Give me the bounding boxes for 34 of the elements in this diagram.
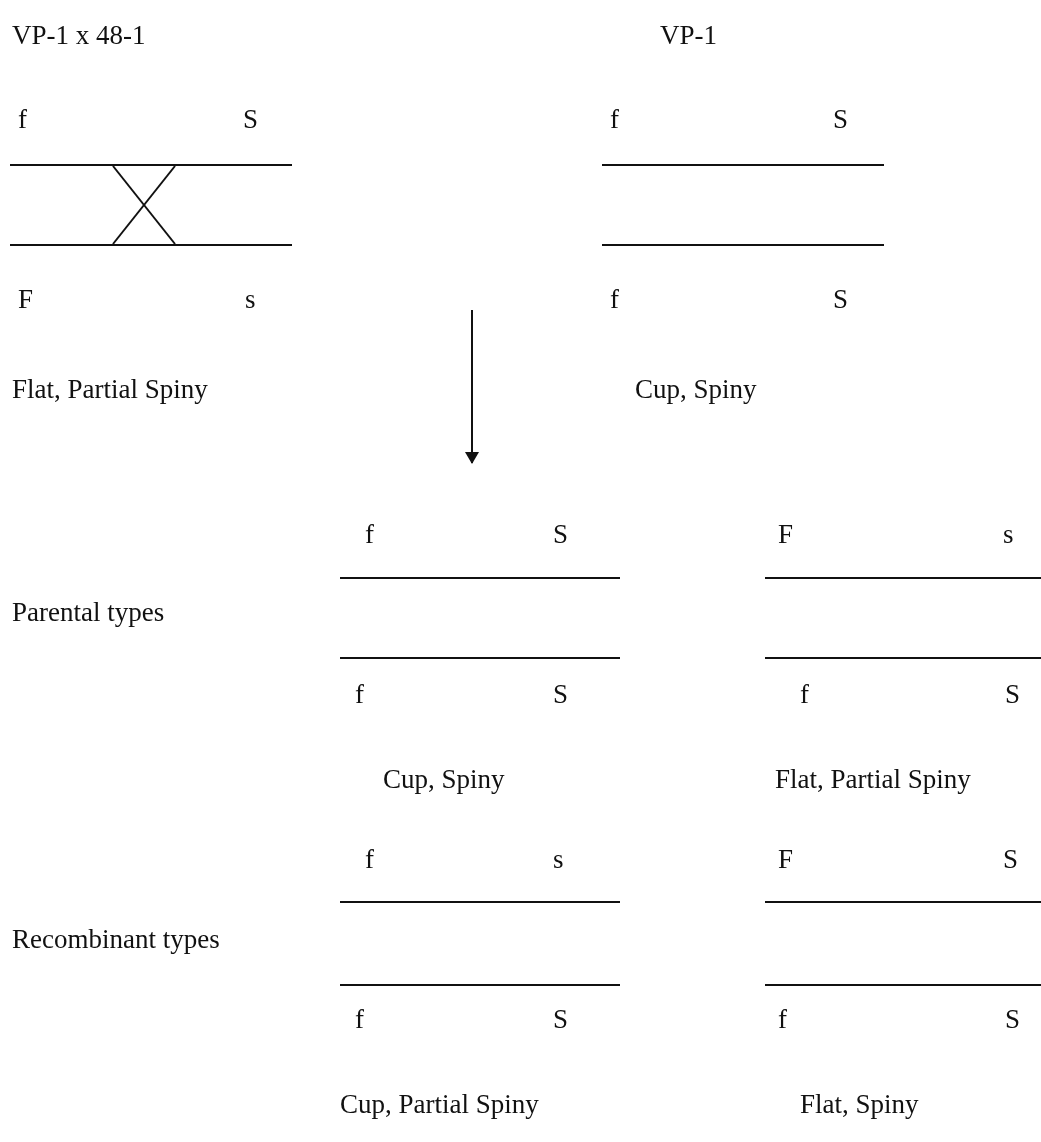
allele-label: S bbox=[1003, 844, 1019, 874]
phenotype-label: Flat, Spiny bbox=[800, 1089, 919, 1119]
allele-label: f bbox=[365, 844, 374, 874]
phenotype-label: Cup, Partial Spiny bbox=[340, 1089, 539, 1119]
category-label: Parental types bbox=[12, 597, 165, 627]
allele-label: f bbox=[610, 104, 619, 134]
allele-label: S bbox=[553, 1004, 569, 1034]
allele-label: f bbox=[778, 1004, 787, 1034]
strain-label: VP-1 bbox=[660, 20, 717, 50]
phenotype-label: Flat, Partial Spiny bbox=[12, 374, 208, 404]
allele-label: s bbox=[1003, 519, 1014, 549]
phenotype-label: Cup, Spiny bbox=[383, 764, 505, 794]
category-label: Recombinant types bbox=[12, 924, 220, 954]
allele-label: f bbox=[610, 284, 619, 314]
phenotype-label: Flat, Partial Spiny bbox=[775, 764, 971, 794]
allele-label: S bbox=[833, 104, 849, 134]
allele-label: S bbox=[553, 519, 569, 549]
allele-label: S bbox=[833, 284, 849, 314]
allele-label: F bbox=[778, 519, 794, 549]
allele-label: S bbox=[553, 679, 569, 709]
allele-label: f bbox=[355, 1004, 364, 1034]
allele-label: s bbox=[553, 844, 564, 874]
phenotype-label: Cup, Spiny bbox=[635, 374, 757, 404]
allele-label: f bbox=[18, 104, 27, 134]
allele-label: S bbox=[1005, 679, 1021, 709]
allele-label: F bbox=[778, 844, 794, 874]
allele-label: S bbox=[1005, 1004, 1021, 1034]
allele-label: F bbox=[18, 284, 34, 314]
allele-label: f bbox=[800, 679, 809, 709]
allele-label: S bbox=[243, 104, 259, 134]
allele-label: f bbox=[365, 519, 374, 549]
allele-label: s bbox=[245, 284, 256, 314]
allele-label: f bbox=[355, 679, 364, 709]
cross-label: VP-1 x 48-1 bbox=[12, 20, 146, 50]
